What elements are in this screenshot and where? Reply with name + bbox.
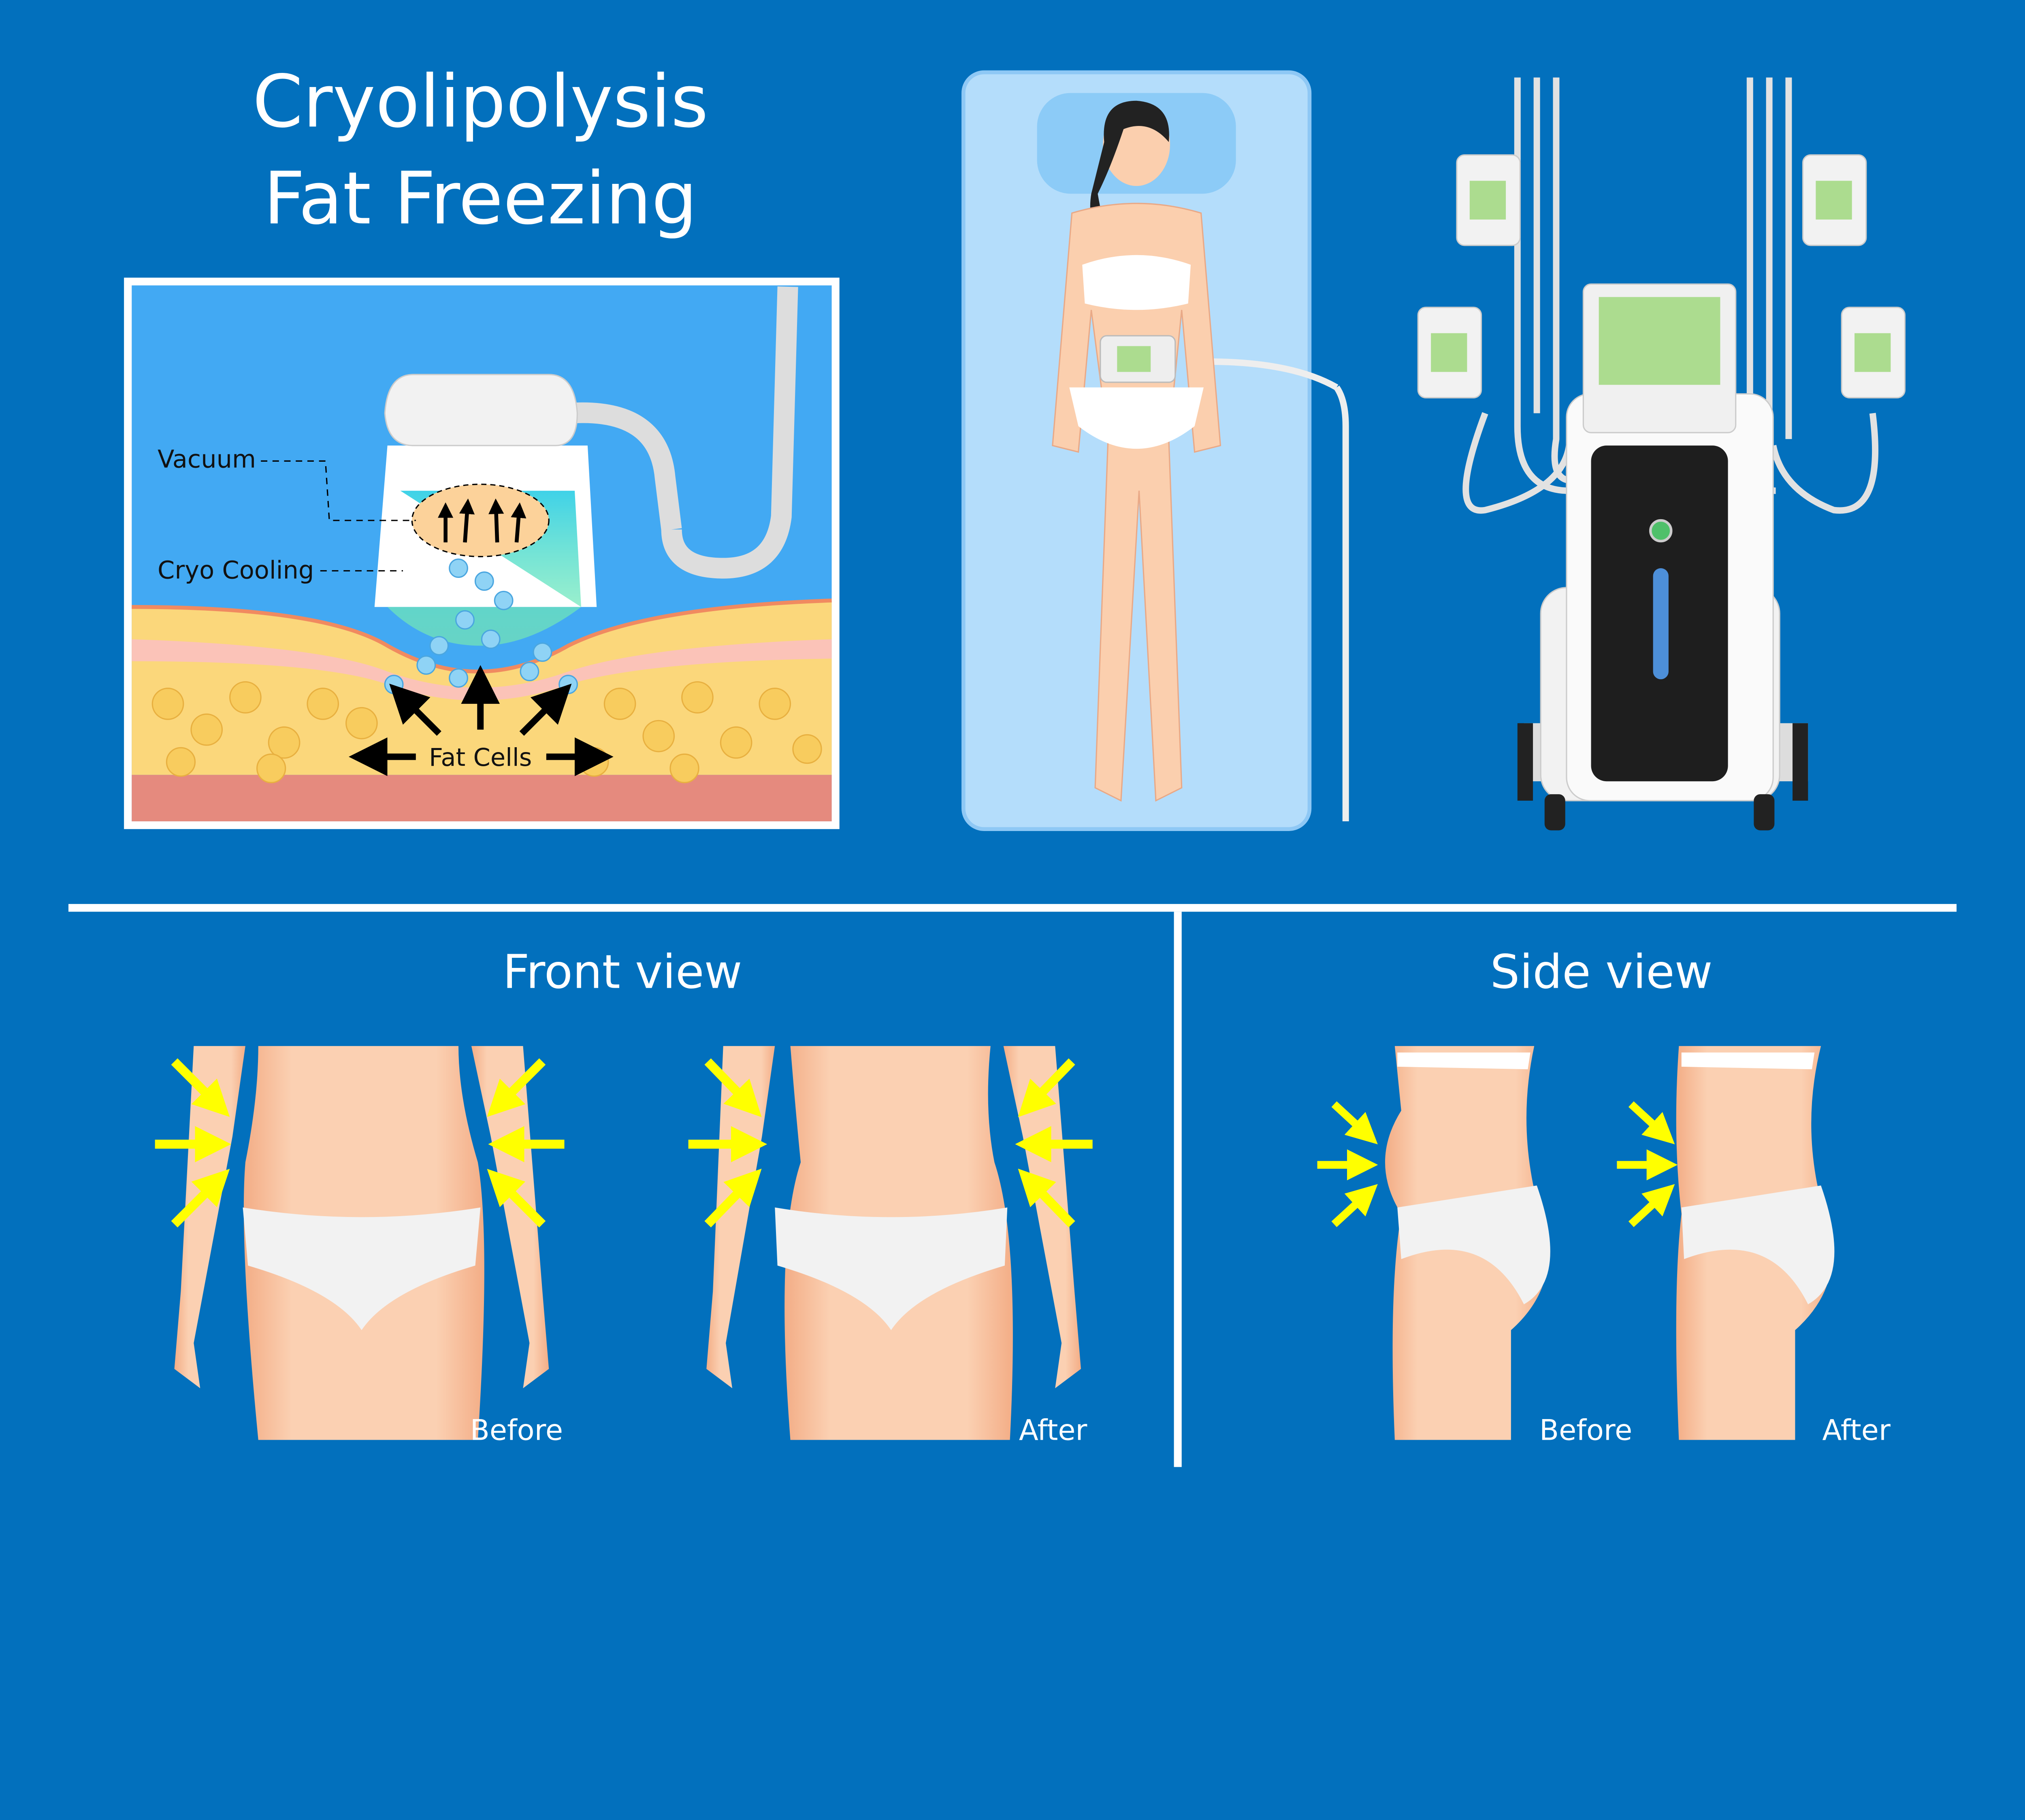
title-line-1: Cryolipolysis [252, 60, 708, 144]
side-view-before-figure [1317, 1046, 1550, 1440]
fat-cells [151, 681, 822, 783]
handpieces [1417, 154, 1906, 399]
side-view-heading: Side view [1490, 945, 1713, 999]
vacuum-label: Vacuum [158, 445, 256, 473]
front-before-label: Before [470, 1413, 563, 1447]
front-view-heading: Front view [503, 945, 742, 999]
front-view-before-figure [155, 1046, 565, 1440]
infographic: Cryolipolysis Fat Freezing [68, 60, 1957, 1467]
fat-cell-arrows [348, 665, 614, 776]
title-line-2: Fat Freezing [264, 157, 697, 241]
cryolipolysis-machine [1417, 77, 1906, 831]
patient-on-bed [961, 70, 1349, 831]
side-view-after-figure [1617, 1046, 1835, 1440]
front-after-label: After [1019, 1413, 1087, 1447]
front-view-after-figure [688, 1046, 1093, 1440]
cryolipolysis-cross-section: Vacuum Cryo Cooling Fat Cells [124, 277, 840, 829]
cryo-cooling-label: Cryo Cooling [158, 556, 314, 585]
machine-screen [1599, 297, 1720, 385]
vacuum-arrows [437, 498, 526, 543]
fat-cells-label: Fat Cells [429, 744, 532, 772]
side-after-label: After [1822, 1413, 1891, 1447]
side-before-label: Before [1539, 1413, 1632, 1447]
infographic-canvas: Cryolipolysis Fat Freezing [68, 60, 1957, 1467]
